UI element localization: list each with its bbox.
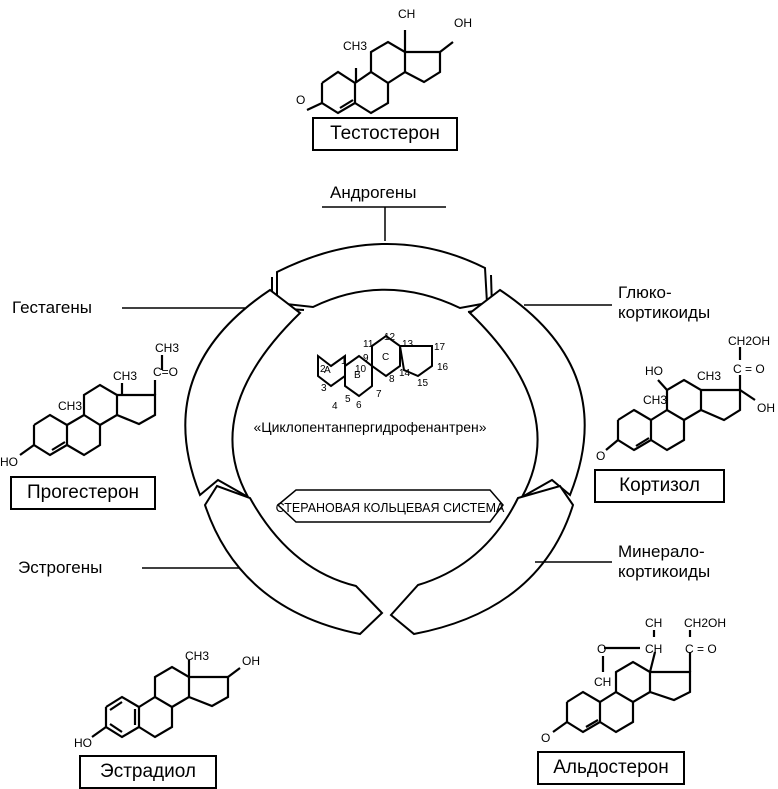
aldosterone-groups: CH CH O CH2OH C = O CH O xyxy=(541,616,726,745)
arc-segment-top xyxy=(276,242,489,310)
atom-number: 15 xyxy=(417,378,429,389)
sterane-skeleton xyxy=(317,334,433,398)
group-label: CH xyxy=(645,642,662,656)
atom-number: 14 xyxy=(399,368,411,379)
group-label: O xyxy=(541,731,550,745)
example-box-cortisol: Кортизол xyxy=(594,469,725,503)
atom-number: 12 xyxy=(384,332,396,343)
example-box-testosterone: Тестостерон xyxy=(312,117,458,151)
arc-segment-right xyxy=(468,288,586,500)
group-label: CH3 xyxy=(697,369,721,383)
atom-number: 3 xyxy=(321,383,327,394)
example-box-progesterone: Прогестерон xyxy=(10,476,156,510)
ring-label-c: C xyxy=(382,352,389,363)
group-label: OH xyxy=(454,16,472,30)
group-label: CH3 xyxy=(643,393,667,407)
atom-number: 4 xyxy=(332,401,338,412)
testosterone-groups: CH CH3 OH O xyxy=(296,7,472,107)
cortisol-structure xyxy=(605,347,756,452)
class-label-androgens: Андрогены xyxy=(330,183,417,202)
atom-number: 1 xyxy=(341,356,347,367)
group-label: CH2OH xyxy=(728,334,770,348)
arc-segment-left xyxy=(184,288,302,500)
group-label: C = O xyxy=(685,642,717,656)
class-label-mineralocorticoids-2: кортикоиды xyxy=(618,562,711,581)
class-label-glucocorticoids-1: Глюко- xyxy=(618,283,672,302)
group-label: HO xyxy=(74,736,92,750)
group-label: CH xyxy=(398,7,415,21)
group-label: CH3 xyxy=(185,649,209,663)
group-label: CH3 xyxy=(343,39,367,53)
group-label: HO xyxy=(645,364,663,378)
group-label: CH3 xyxy=(155,341,179,355)
class-label-mineralocorticoids-1: Минерало- xyxy=(618,542,705,561)
group-label: OH xyxy=(757,401,775,415)
class-label-estrogens: Эстрогены xyxy=(18,558,103,577)
steran-system-label: СТЕРАНОВАЯ КОЛЬЦЕВАЯ СИСТЕМА xyxy=(276,501,505,515)
atom-number: 16 xyxy=(437,362,449,373)
ring-label-b: B xyxy=(354,370,361,381)
progesterone-groups: CH3 C=O CH3 CH3 HO xyxy=(0,341,179,469)
atom-number: 8 xyxy=(389,374,395,385)
atom-number: 2 xyxy=(320,364,326,375)
group-label: CH xyxy=(594,675,611,689)
atom-number: 6 xyxy=(356,400,362,411)
atom-number: 7 xyxy=(376,389,382,400)
class-label-glucocorticoids-2: кортикоиды xyxy=(618,303,711,322)
estradiol-structure xyxy=(91,660,241,739)
atom-number: 13 xyxy=(402,339,414,350)
group-label: O xyxy=(597,642,606,656)
group-label: OH xyxy=(242,654,260,668)
group-label: HO xyxy=(0,455,18,469)
arc-segment-bottom-left xyxy=(203,484,384,636)
estradiol-groups: CH3 OH HO xyxy=(74,649,260,750)
steran-system-label-box xyxy=(276,489,504,523)
atom-number: 11 xyxy=(363,339,374,350)
group-label: CH3 xyxy=(113,369,137,383)
example-box-aldosterone: Альдостерон xyxy=(537,751,685,785)
cortisol-groups: CH2OH C = O CH3 CH3 HO OH O xyxy=(596,334,775,463)
atom-number: 9 xyxy=(363,353,369,364)
group-label: CH2OH xyxy=(684,616,726,630)
group-label: C=O xyxy=(153,365,178,379)
testosterone-structure xyxy=(306,30,454,115)
compound-name: «Циклопентанпергидрофенантрен» xyxy=(253,419,486,435)
atom-number: 17 xyxy=(434,342,446,353)
group-label: O xyxy=(296,93,305,107)
atom-number: 10 xyxy=(355,364,367,375)
atom-number: 5 xyxy=(345,394,351,405)
ring-label-a: A xyxy=(324,365,331,376)
group-label: O xyxy=(596,449,605,463)
group-label: CH xyxy=(645,616,662,630)
aldosterone-structure xyxy=(552,630,692,734)
group-label: CH3 xyxy=(58,399,82,413)
class-label-gestagens: Гестагены xyxy=(12,298,92,317)
progesterone-structure xyxy=(19,355,164,457)
sterane-labels: A B C 1 2 3 4 5 6 7 8 9 10 11 12 13 14 1… xyxy=(320,332,449,412)
example-box-estradiol: Эстрадиол xyxy=(79,755,217,789)
group-label: C = O xyxy=(733,362,765,376)
